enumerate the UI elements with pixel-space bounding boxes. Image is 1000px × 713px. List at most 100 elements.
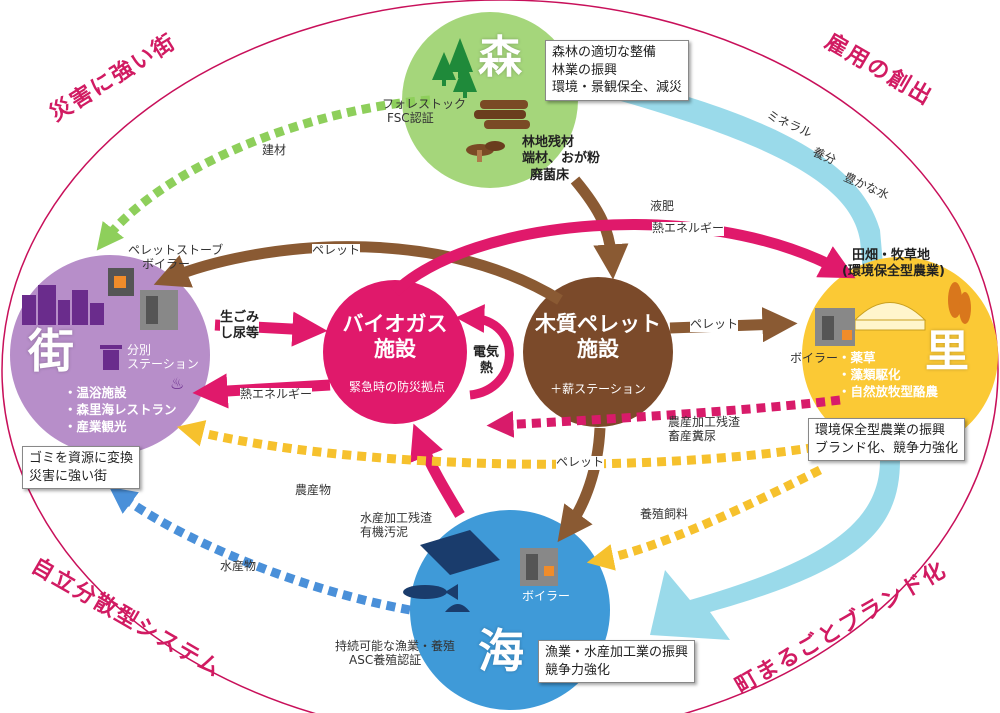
- sorting-station-line: ステーション: [127, 356, 199, 371]
- sea-boiler-icon: [520, 548, 558, 586]
- arrow-sea-to-town-dashed: [109, 486, 411, 615]
- forest-cert-line: FSC認証: [387, 110, 434, 125]
- biogas-title: バイオガス 施設: [320, 312, 470, 362]
- sustainable-fishery-line: ASC養殖認証: [349, 652, 422, 667]
- arrow-village-to-biogas-dashed: [486, 395, 841, 438]
- forest-info-line: 森林の適切な整備: [552, 45, 657, 60]
- sea-info-line: 漁業・水産加工業の振興: [545, 645, 689, 660]
- agri-residue-line: 畜産糞尿: [668, 428, 717, 443]
- town-facilities-list: ・温浴施設 ・森里海レストラン ・産業観光: [64, 385, 177, 436]
- flow-label-aquaculture-feed: 養殖飼料: [640, 507, 689, 521]
- pellet-facility-title: 木質ペレット 施設: [523, 312, 673, 362]
- shell-icon: [445, 604, 470, 612]
- arrow-sea-to-biogas: [410, 423, 465, 518]
- forest-title: 森: [478, 32, 522, 83]
- flow-label-heat-energy-village: 熱エネルギー: [652, 221, 725, 236]
- arrow-biogas-to-village: [391, 219, 856, 296]
- electricity-heat-line: 電気: [473, 345, 500, 360]
- farmland-label: 田畑・牧草地 (環境保全型農業): [842, 248, 945, 281]
- village-info-box: 環境保全型農業の振興 ブランド化、競争力強化: [808, 418, 966, 462]
- forest-info-line: 環境・景観保全、減災: [552, 80, 683, 96]
- town-facility-item: ・温浴施設: [64, 385, 127, 400]
- electricity-heat-label: 電気 熱: [473, 345, 499, 378]
- town-info-line: ゴミを資源に変換: [29, 451, 134, 466]
- sea-boiler-label: ボイラー: [522, 589, 571, 603]
- trash-bin-icon: [100, 345, 122, 370]
- flow-label-agri-products: 農産物: [295, 483, 332, 497]
- forest-cert-label: フォレストック FSC認証: [382, 97, 466, 126]
- hot-spring-icon: ♨: [170, 374, 185, 393]
- wheat-icon: [948, 282, 971, 324]
- sustainable-fishery-label: 持続可能な漁業・養殖 ASC養殖認証: [335, 639, 456, 668]
- town-boiler-icon: [108, 268, 178, 330]
- town-facility-item: ・森里海レストラン: [64, 401, 177, 417]
- village-boiler-icon: [815, 308, 855, 346]
- sea-info-line: 競争力強化: [545, 662, 611, 678]
- flow-label-marine-residue: 水産加工残渣 有機汚泥: [360, 511, 433, 540]
- fish-farm-icon: [420, 530, 500, 575]
- sea-title: 海: [478, 624, 524, 678]
- pellet-facility-subtitle: ＋薪ステーション: [550, 382, 646, 396]
- tree-icon: [432, 38, 477, 98]
- forest-info-box: 森林の適切な整備 林業の振興 環境・景観保全、減災: [545, 40, 690, 101]
- marine-residue-line: 有機汚泥: [360, 524, 409, 539]
- arrow-biogas-loop: [455, 304, 514, 400]
- pellet-stove-line: ペレットストーブ: [128, 243, 224, 257]
- pellet-title-line: 木質ペレット: [535, 312, 661, 336]
- village-item: ・自然放牧型酪農: [838, 383, 939, 399]
- farmland-line: (環境保全型農業): [842, 264, 945, 280]
- flow-label-marine-products: 水産物: [220, 559, 257, 573]
- biogas-title-line: 施設: [374, 337, 416, 362]
- forest-residue-label: 林地残材 端材、おが粉 廃菌床: [522, 135, 600, 184]
- electricity-heat-line: 熱: [480, 361, 494, 377]
- flow-label-food-waste: 生ごみ し尿等: [220, 310, 260, 343]
- village-item: ・薬草: [838, 350, 876, 365]
- flow-label-pellet-town: ペレット: [312, 243, 361, 258]
- forest-residue-line: 廃菌床: [530, 167, 570, 183]
- village-info-line: 環境保全型農業の振興: [815, 423, 946, 438]
- forest-residue-line: 林地残材: [522, 135, 575, 150]
- food-waste-line: 生ごみ: [220, 310, 260, 325]
- biogas-title-line: バイオガス: [342, 312, 448, 336]
- flow-label-liquid-fertilizer: 液肥: [650, 199, 675, 214]
- pellet-stove-line: ボイラー: [142, 256, 191, 271]
- arrow-pellet-to-sea: [557, 427, 606, 543]
- arrow-village-to-sea-dashed: [586, 465, 823, 571]
- sustainable-fishery-line: 持続可能な漁業・養殖: [335, 639, 456, 653]
- flow-label-agri-residue: 農産加工残渣 畜産糞尿: [668, 415, 741, 444]
- pellet-circle: [523, 277, 673, 427]
- village-items-list: ・薬草 ・藻類駆化 ・自然放牧型酪農: [838, 350, 938, 401]
- pellet-stove-label: ペレットストーブ ボイラー: [128, 243, 224, 272]
- pellet-title-line: 施設: [577, 337, 619, 362]
- agri-residue-line: 農産加工残渣: [668, 415, 741, 429]
- flow-label-pellet-village: ペレット: [690, 317, 739, 332]
- flow-label-building-material: 建材: [262, 143, 287, 157]
- arrow-village-to-town-dashed: [176, 420, 831, 469]
- village-info-line: ブランド化、競争力強化: [815, 440, 959, 456]
- farmland-line: 田畑・牧草地: [852, 248, 931, 263]
- arrow-forest-to-town-dashed: [96, 95, 431, 251]
- food-waste-line: し尿等: [220, 326, 260, 342]
- sorting-station-label: 分別 ステーション: [127, 343, 199, 372]
- fish-icon: [403, 584, 458, 600]
- flow-label-pellet-sea: ペレット: [556, 455, 605, 470]
- biogas-subtitle: 緊急時の防災拠点: [348, 380, 445, 394]
- log-pile-icon: [474, 100, 530, 129]
- marine-residue-line: 水産加工残渣: [360, 511, 433, 525]
- village-boiler-label: ボイラー: [790, 351, 839, 365]
- town-info-box: ゴミを資源に変換 災害に強い街: [22, 446, 141, 490]
- flow-label-heat-energy-town: 熱エネルギー: [240, 387, 313, 402]
- town-title: 街: [28, 324, 74, 378]
- mushroom-icon: [466, 141, 505, 162]
- town-info-line: 災害に強い街: [29, 468, 108, 484]
- forest-residue-line: 端材、おが粉: [522, 151, 601, 167]
- biogas-circle: [323, 280, 467, 424]
- forest-info-line: 林業の振興: [552, 62, 618, 78]
- sorting-station-line: 分別: [127, 343, 152, 357]
- town-facility-item: ・産業観光: [64, 418, 127, 434]
- greenhouse-icon: [853, 302, 927, 331]
- village-item: ・藻類駆化: [838, 366, 901, 382]
